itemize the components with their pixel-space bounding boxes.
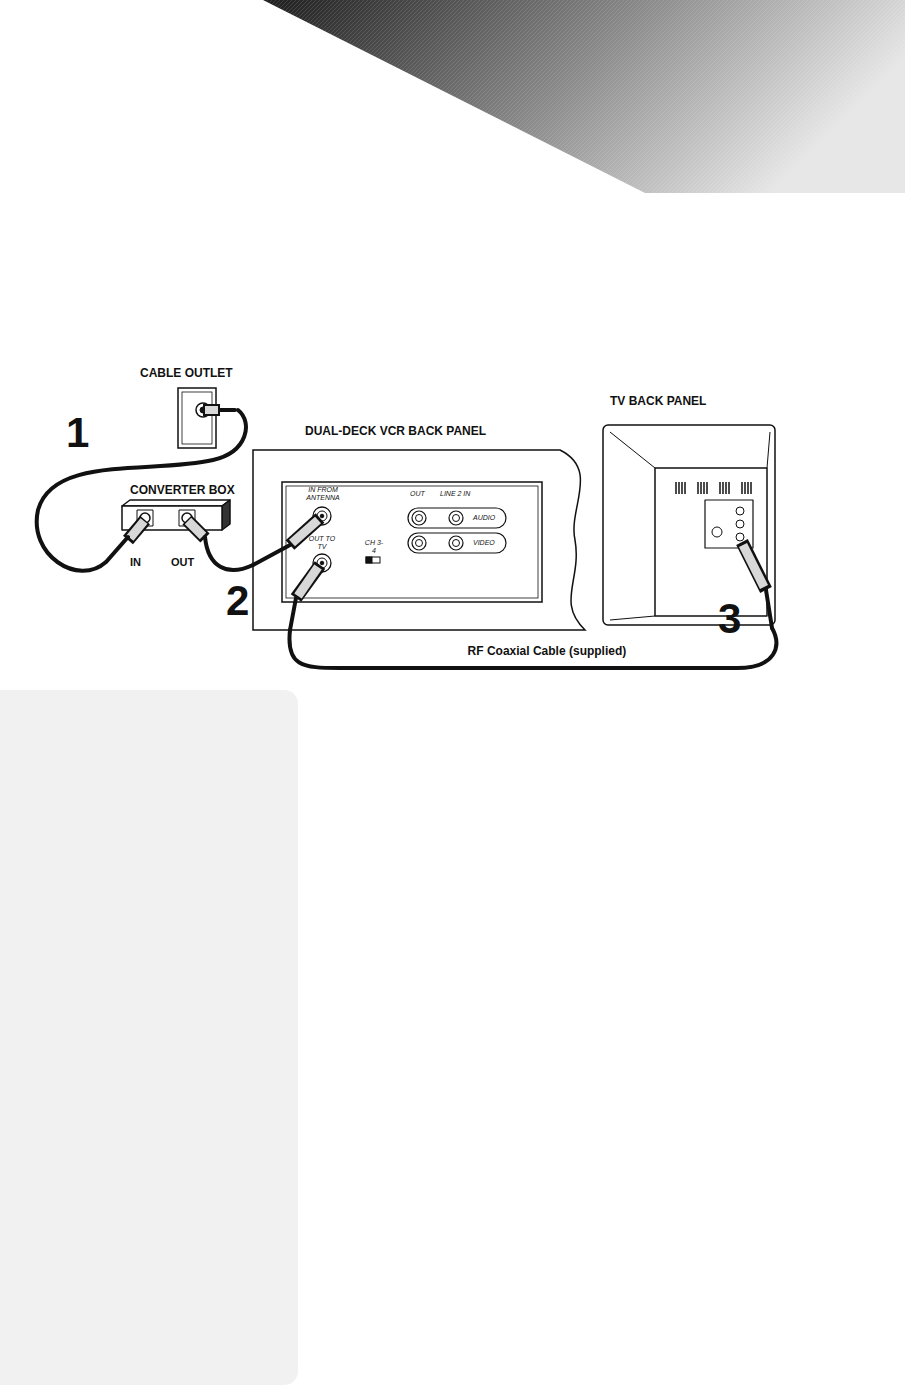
- coaxial-cable: [289, 628, 776, 668]
- header-banner: [263, 0, 905, 193]
- callout-number: 2: [226, 580, 249, 622]
- jack-label: IN FROM ANTENNA: [304, 486, 342, 501]
- jack-label: OUT: [410, 490, 425, 498]
- cable-outlet: CABLE OUTLET: [138, 362, 238, 450]
- switch-label: CH 3-4: [364, 539, 384, 554]
- wall-plate: [178, 388, 216, 448]
- row-label: AUDIO: [473, 514, 495, 522]
- jack-label: LINE 2 IN: [440, 490, 470, 498]
- sidebar-panel: [0, 690, 298, 1385]
- node-label: DUAL-DECK VCR BACK PANEL: [305, 424, 486, 438]
- coaxial-cable: [37, 410, 246, 571]
- tv-back-panel: TV BACK PANEL: [600, 390, 780, 628]
- vcr-back-panel: DUAL-DECK VCR BACK PANEL: [253, 420, 585, 630]
- cable-label: RF Coaxial Cable (supplied): [465, 644, 630, 658]
- jack-label: OUT TO TV: [308, 535, 336, 550]
- node-label: CABLE OUTLET: [140, 366, 233, 380]
- node-label: TV BACK PANEL: [610, 394, 706, 408]
- row-label: VIDEO: [473, 539, 495, 547]
- callout-number: 3: [718, 598, 741, 640]
- node-label: CONVERTER BOX: [130, 483, 235, 497]
- vcr-panel-drawing: [253, 450, 585, 630]
- callout-number: 1: [66, 412, 89, 454]
- port-label: IN: [130, 556, 141, 569]
- cable-stubs: [203, 410, 772, 630]
- converter-box: CONVERTER BOX: [120, 480, 240, 537]
- tv-drawing: [603, 425, 775, 625]
- tv-vents: [676, 482, 751, 494]
- coaxial-cable: [205, 537, 253, 570]
- port-label: OUT: [171, 556, 194, 569]
- cable-plugs: [128, 410, 766, 598]
